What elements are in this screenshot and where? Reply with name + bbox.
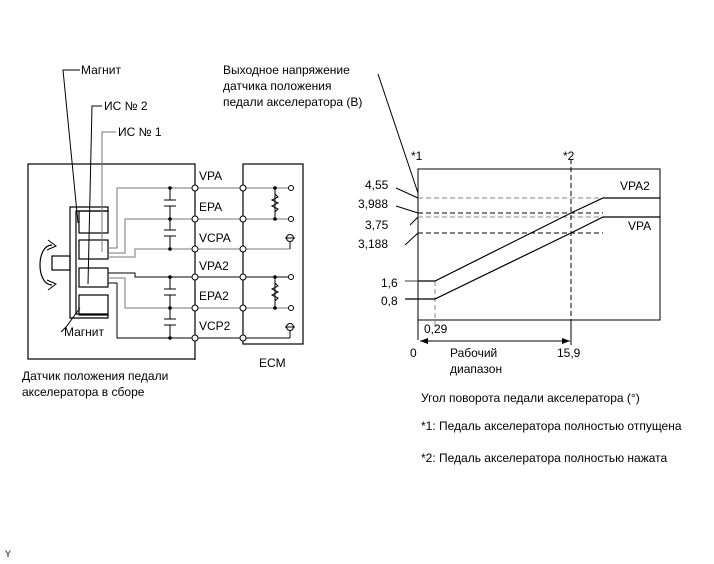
magnet-bottom	[78, 294, 109, 316]
sensor-assembly-caption-line2: акселератора в сборе	[22, 385, 145, 399]
ic1-label: ИС № 1	[118, 125, 162, 139]
y-axis-label-line3: педали акселератора (В)	[223, 95, 362, 109]
magnet-top	[78, 210, 109, 234]
y-tick-3-188: 3,188	[358, 237, 388, 251]
series-label-vpa: VPA	[628, 219, 651, 233]
series-line-vpa2	[405, 197, 660, 282]
magnet-bottom-label: Магнит	[64, 325, 105, 339]
footnote-1: *1: Педаль акселератора полностью отпуще…	[421, 419, 682, 433]
marker-label-1: *1	[411, 149, 423, 163]
y-tick-4-55: 4,55	[365, 178, 389, 192]
voltage-chart: Выходное напряжение датчика положения пе…	[223, 63, 661, 405]
ic1-block	[78, 239, 109, 260]
operating-range-label-line1: Рабочий	[450, 346, 497, 360]
y-axis-label-line1: Выходное напряжение	[223, 63, 350, 77]
circuit-diagram: VPA EPA VCPA VPA2 EPA2 VCP2 Магнит ИС № …	[22, 63, 304, 399]
x-tick-0: 0	[410, 346, 417, 360]
shaft	[51, 255, 71, 271]
footnote-2: *2: Педаль акселератора полностью нажата	[421, 451, 668, 465]
ic2-block	[78, 267, 109, 288]
corner-mark: Y	[5, 549, 11, 559]
marker-label-2: *2	[563, 149, 575, 163]
y-tick-3-75: 3,75	[365, 218, 389, 232]
ic2-leader	[87, 105, 102, 285]
y-tick-0-8: 0,8	[381, 294, 398, 308]
rotation-arrow-icon	[39, 244, 53, 286]
terminal-label-epa2: EPA2	[199, 289, 229, 303]
terminal-label-vpa: VPA	[199, 169, 222, 183]
x-axis-label: Угол поворота педали акселератора (°)	[421, 391, 640, 405]
x-annotation-dead-zone: 0,29	[424, 322, 448, 336]
ic2-label: ИС № 2	[104, 99, 148, 113]
ecm-label: ECM	[259, 356, 286, 370]
magnet-top-label: Магнит	[81, 63, 122, 77]
y-tick-1-6: 1,6	[381, 276, 398, 290]
y-axis-label-line2: датчика положения	[223, 79, 332, 93]
connector-nodes	[191, 184, 295, 342]
operating-range-label-line2: диапазон	[450, 362, 502, 376]
ecm-box	[242, 163, 304, 345]
terminal-label-vcpa: VCPA	[199, 231, 231, 245]
magnet-top-leader	[62, 69, 80, 224]
terminal-label-vcp2: VCP2	[199, 319, 231, 333]
x-tick-15-9: 15,9	[557, 346, 581, 360]
y-axis-label-leader	[377, 73, 419, 194]
terminal-label-epa: EPA	[199, 200, 222, 214]
sensor-assembly-caption-line1: Датчик положения педали	[22, 369, 168, 383]
series-label-vpa2: VPA2	[620, 179, 650, 193]
terminal-label-vpa2: VPA2	[199, 259, 229, 273]
chart-frame	[417, 168, 661, 321]
ic1-leader	[101, 131, 116, 252]
series-line-vpa	[405, 216, 660, 300]
y-tick-3-988: 3,988	[358, 197, 388, 211]
magnet-bottom-leader	[60, 307, 81, 333]
